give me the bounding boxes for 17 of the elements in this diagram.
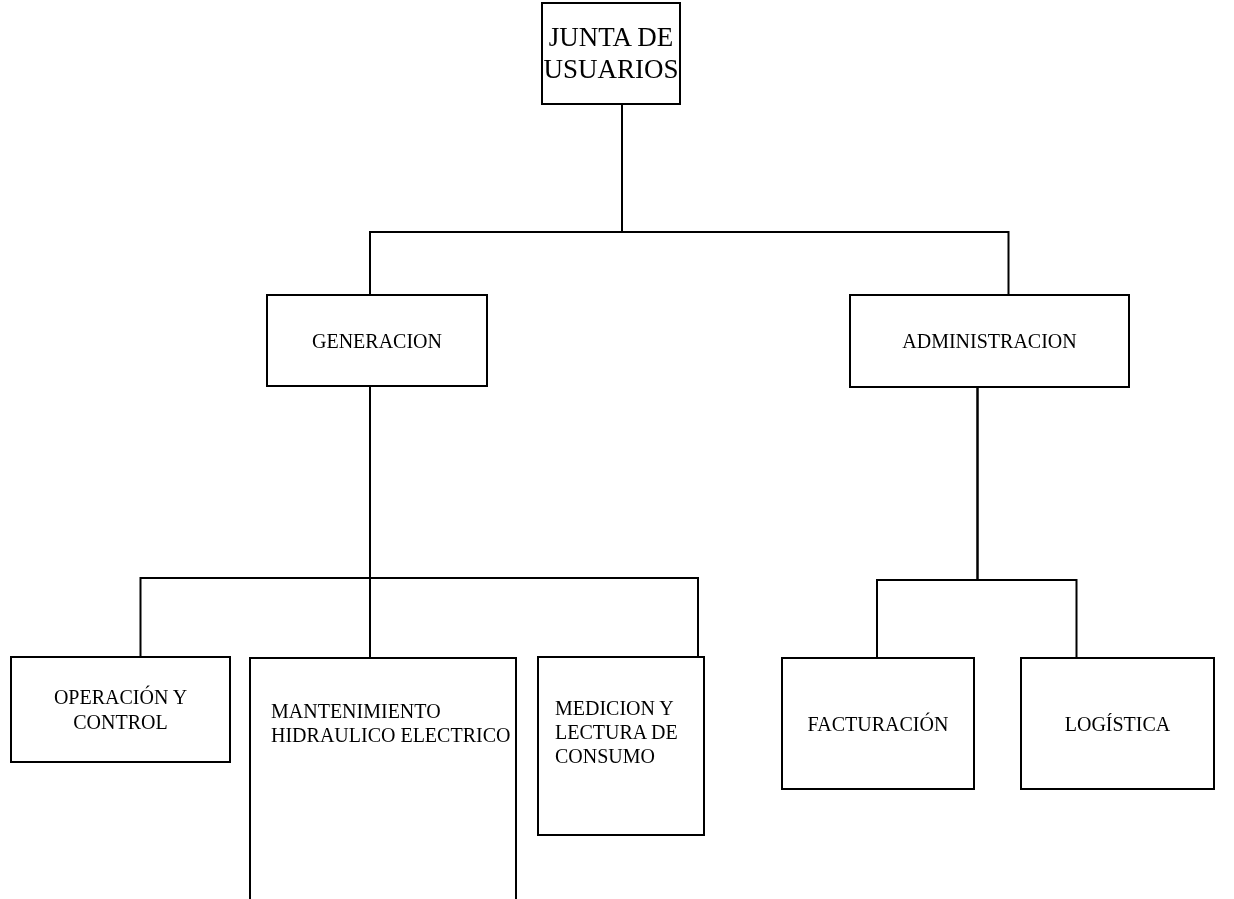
org-box <box>541 2 681 105</box>
org-box <box>266 294 488 387</box>
connector-line <box>976 387 1078 658</box>
org-box <box>249 657 517 899</box>
box-label: FACTURACIÓN <box>807 711 949 737</box>
box-label: MEDICION Y LECTURA DE CONSUMO <box>555 696 679 768</box>
org-box <box>781 657 975 790</box>
box-label: ADMINISTRACION <box>902 329 1077 354</box>
box-label: OPERACIÓN Y CONTROL <box>52 684 189 735</box>
org-box <box>849 294 1130 388</box>
box-label: JUNTA DE USUARIOS <box>543 22 679 85</box>
box-label: MANTENIMIENTO HIDRAULICO ELECTRICO <box>271 699 511 747</box>
box-label: LOGÍSTICA <box>1064 711 1171 737</box>
org-box <box>537 656 705 836</box>
org-box <box>1020 657 1215 790</box>
box-label: GENERACION <box>312 328 442 354</box>
org-box <box>10 656 231 763</box>
